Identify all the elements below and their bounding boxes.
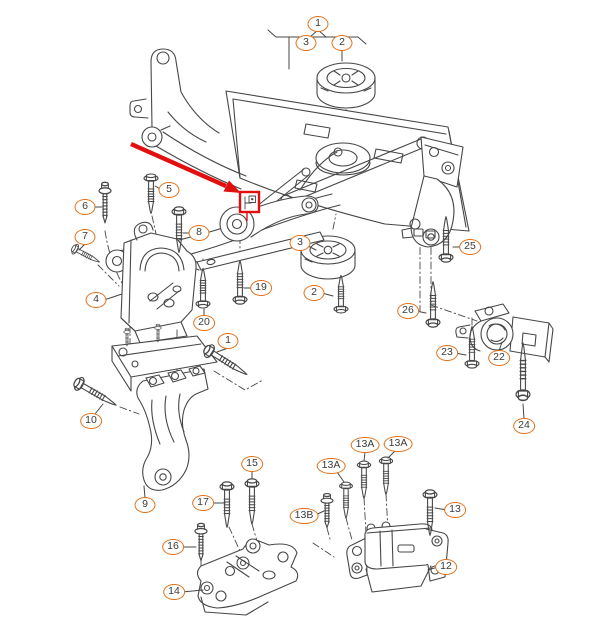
callout-14[interactable]: 14 [163,584,185,600]
callout-12[interactable]: 12 [435,559,457,575]
callout-26[interactable]: 26 [397,303,419,319]
callout-24[interactable]: 24 [513,418,535,434]
callout-13[interactable]: 13 [444,502,466,518]
callout-25[interactable]: 25 [459,239,481,255]
bonded-mount-top-drawing [316,62,376,109]
bonded-mount-mid-drawing [300,235,356,280]
callout-16[interactable]: 16 [162,539,184,555]
highlight-annotations [130,141,261,221]
callout-3[interactable]: 3 [289,235,311,251]
callout-6[interactable]: 6 [74,199,96,215]
callout-13a[interactable]: 13A [316,458,346,474]
highlight-arrow-head-icon [223,180,241,193]
callout-13b[interactable]: 13B [289,508,319,524]
callout-2[interactable]: 2 [331,35,353,51]
callout-17[interactable]: 17 [192,495,214,511]
callout-9[interactable]: 9 [134,497,156,513]
callout-15[interactable]: 15 [241,456,263,472]
callout-2[interactable]: 2 [303,285,325,301]
callout-22[interactable]: 22 [488,350,510,366]
callout-1[interactable]: 1 [217,333,239,349]
callout-3[interactable]: 3 [295,35,317,51]
callout-8[interactable]: 8 [188,225,210,241]
callout-4[interactable]: 4 [85,292,107,308]
callout-7[interactable]: 7 [74,229,96,245]
callout-1[interactable]: 1 [307,16,329,32]
callout-13a[interactable]: 13A [350,437,380,453]
callout-23[interactable]: 23 [436,345,458,361]
support-bracket-drawing [136,365,209,491]
callout-20[interactable]: 20 [193,315,215,331]
highlight-arrow-line [130,141,227,189]
callout-19[interactable]: 19 [250,280,272,296]
selected-part-glyph [244,195,256,210]
callout-13a[interactable]: 13A [383,436,413,452]
gearbox-mount-drawing [196,538,299,616]
clamp-bracket-drawing [455,303,554,363]
callout-5[interactable]: 5 [158,182,180,198]
hydraulic-mount-drawing [346,521,449,593]
callout-10[interactable]: 10 [80,413,102,429]
engine-mount-drawing [111,221,218,392]
